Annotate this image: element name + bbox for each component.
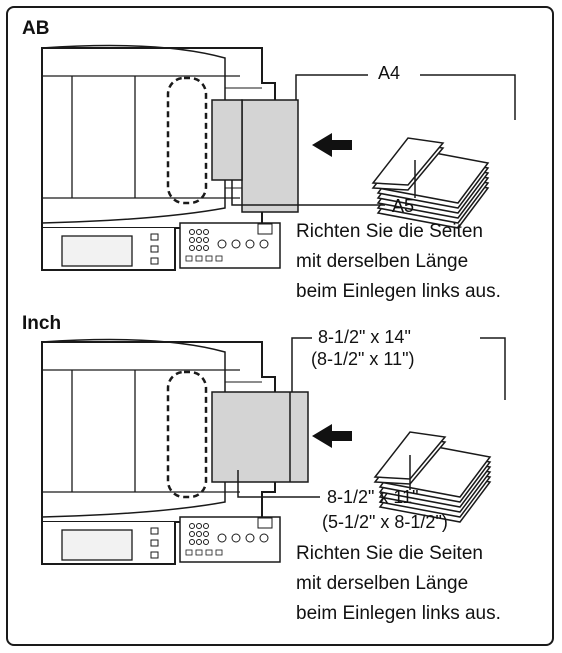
note-line-2: mit derselben Länge bbox=[296, 251, 469, 272]
section-inch-illustration bbox=[40, 337, 506, 566]
insert-arrow-icon bbox=[312, 424, 352, 448]
section-header-inch: Inch bbox=[22, 313, 62, 334]
note-line-1: Richten Sie die Seiten bbox=[296, 221, 483, 242]
label-a5: A5 bbox=[392, 196, 415, 216]
section-header-ab: AB bbox=[22, 18, 50, 39]
insert-arrow-icon bbox=[312, 133, 352, 157]
paper-a4-loaded bbox=[241, 99, 299, 213]
note-line-3: beim Einlegen links aus. bbox=[296, 603, 501, 624]
note-line-2: mit derselben Länge bbox=[296, 573, 469, 594]
diagram-frame bbox=[6, 6, 554, 646]
paper-a5-loaded bbox=[211, 99, 243, 181]
label-top-size-alt: (8-1/2" x 11") bbox=[311, 349, 415, 369]
note-line-1: Richten Sie die Seiten bbox=[296, 543, 483, 564]
label-bottom-size: 8-1/2" x 11" bbox=[327, 487, 419, 507]
section-ab-illustration bbox=[40, 44, 516, 272]
label-a4: A4 bbox=[378, 63, 401, 83]
paper-letter-loaded bbox=[211, 391, 309, 483]
label-bottom-size-alt: (5-1/2" x 8-1/2") bbox=[322, 512, 448, 532]
note-line-3: beim Einlegen links aus. bbox=[296, 281, 501, 302]
label-top-size: 8-1/2" x 14" bbox=[318, 327, 411, 347]
